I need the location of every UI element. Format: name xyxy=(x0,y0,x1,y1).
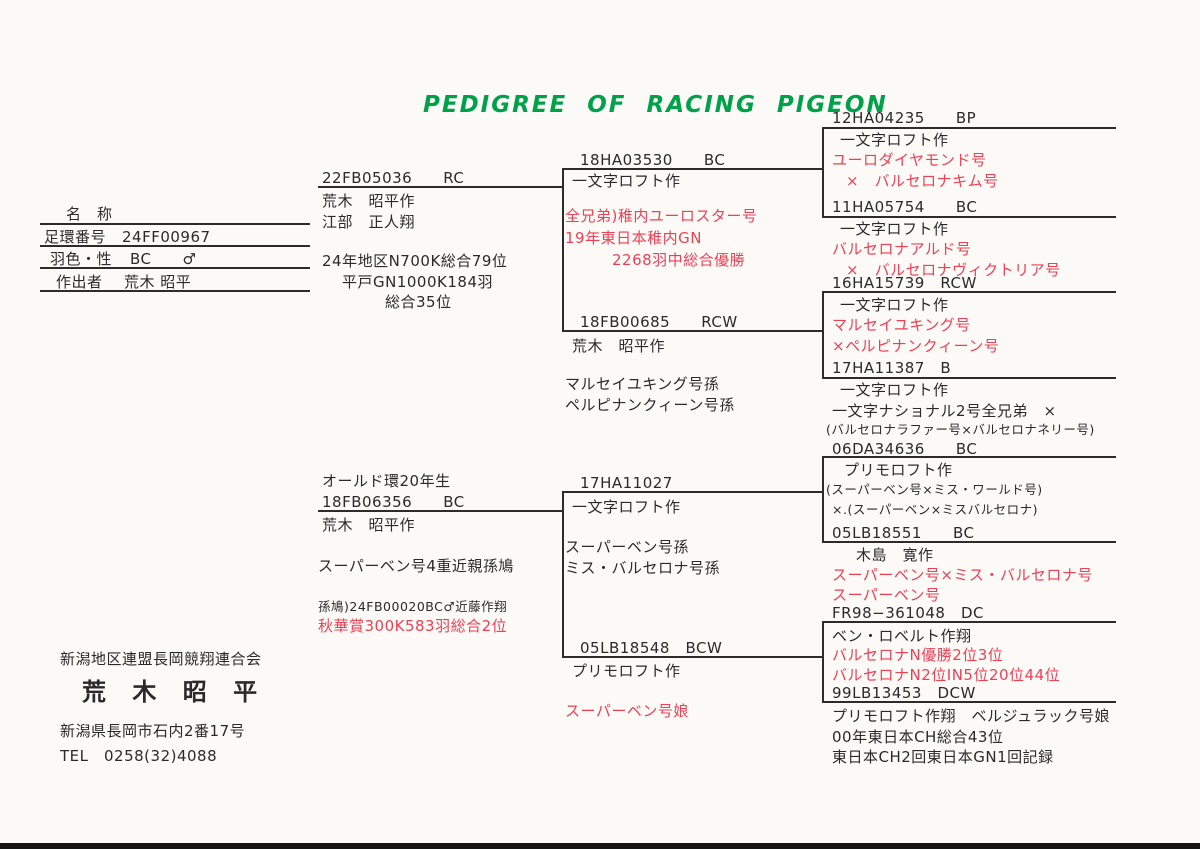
info-table-line xyxy=(40,245,310,247)
gp2-loft: 荒木 昭平作 xyxy=(572,337,666,355)
footer-breeder-name: 荒 木 昭 平 xyxy=(82,678,267,706)
gp1-ring: 18HA03530 BC xyxy=(580,151,726,169)
ggp1-loft: 一文字ロフト作 xyxy=(840,131,949,149)
ggp1-ring: 12HA04235 BP xyxy=(832,109,977,127)
connector-gp1-bracket xyxy=(822,127,824,217)
info-ring-value: 24FF00967 xyxy=(122,228,211,246)
ggp5-ring: 06DA34636 BC xyxy=(832,440,978,458)
footer-address: 新潟県長岡市石内2番17号 xyxy=(60,722,246,740)
gp3-loft: 一文字ロフト作 xyxy=(572,498,681,516)
ggp6-ring: 05LB18551 BC xyxy=(832,524,975,542)
dam-note: 孫鳩)24FB00020BC♂近藤作翔 xyxy=(318,599,508,614)
gp1-note-red: 全兄弟)稚内ユーロスター号 xyxy=(565,207,758,225)
ggp5-loft: プリモロフト作 xyxy=(844,461,953,479)
connector-gp3 xyxy=(562,491,824,493)
gp3-note: スーパーベン号孫 xyxy=(565,538,689,556)
scan-edge-artifact xyxy=(0,843,1200,849)
ggp4-loft: 一文字ロフト作 xyxy=(840,381,949,399)
connector-gp2-bracket xyxy=(822,291,824,378)
ggp2-ring: 11HA05754 BC xyxy=(832,198,978,216)
info-table-line xyxy=(40,290,310,292)
page-title: PEDIGREE OF RACING PIGEON xyxy=(423,92,888,118)
ggp8-ring: 99LB13453 DCW xyxy=(832,684,976,702)
gp4-loft: プリモロフト作 xyxy=(572,662,681,680)
ggp3-ring: 16HA15739 RCW xyxy=(832,274,977,292)
ggp8-note: 東日本CH2回東日本GN1回記録 xyxy=(832,748,1054,766)
info-breeder-value: 荒木 昭平 xyxy=(124,273,192,291)
ggp6-name-red: スーパーベン号 xyxy=(832,586,941,604)
ggp3-name-red: ×ペルピナンクィーン号 xyxy=(832,337,1000,355)
sire-result: 平戸GN1000K184羽 xyxy=(342,273,493,291)
info-table-line xyxy=(40,223,310,225)
connector-sire-bracket xyxy=(562,168,564,332)
info-color-value: BC ♂ xyxy=(130,250,197,268)
ggp7-ring: FR98−361048 DC xyxy=(832,604,984,622)
ggp2-name-red: バルセロナアルド号 xyxy=(832,240,972,258)
sire-result: 24年地区N700K総合79位 xyxy=(322,252,508,270)
ggp1-name-red: × バルセロナキム号 xyxy=(846,172,999,190)
gp1-note-red: 19年東日本稚内GN xyxy=(565,229,702,247)
info-name-label: 名 称 xyxy=(66,205,113,223)
ggp7-result-red: バルセロナN2位IN5位20位44位 xyxy=(832,666,1061,684)
footer-organization: 新潟地区連盟長岡競翔連合会 xyxy=(60,650,262,668)
info-table-line xyxy=(40,267,310,269)
ggp5-note: ×.(スーパーベン×ミスバルセロナ) xyxy=(832,502,1039,517)
ggp3-name-red: マルセイユキング号 xyxy=(832,316,971,334)
gp3-ring: 17HA11027 xyxy=(580,474,673,492)
gp3-note: ミス・バルセロナ号孫 xyxy=(565,559,721,577)
ggp8-loft: プリモロフト作翔 ベルジュラック号娘 xyxy=(832,707,1110,725)
ggp1-name-red: ユーロダイヤモンド号 xyxy=(832,151,987,169)
connector-ggp4 xyxy=(822,377,1116,379)
ggp8-note: 00年東日本CH総合43位 xyxy=(832,728,1004,746)
ggp2-loft: 一文字ロフト作 xyxy=(840,220,949,238)
connector-ggp1 xyxy=(822,127,1116,129)
dam-age-note: オールド環20年生 xyxy=(322,472,451,490)
sire-ring: 22FB05036 RC xyxy=(322,169,465,187)
info-ring-label: 足環番号 xyxy=(44,228,107,246)
connector-gp1 xyxy=(562,168,824,170)
ggp2-name-red: × バルセロナヴィクトリア号 xyxy=(846,261,1061,279)
ggp6-name-red: スーパーベン号×ミス・バルセロナ号 xyxy=(832,566,1093,584)
connector-ggp5 xyxy=(822,456,1116,458)
sire-breeder: 荒木 昭平作 xyxy=(322,192,416,210)
ggp4-note: 一文字ナショナル2号全兄弟 × xyxy=(832,402,1057,420)
connector-ggp7 xyxy=(822,621,1116,623)
connector-gp2 xyxy=(562,330,824,332)
dam-note: スーパーベン号4重近親孫鳩 xyxy=(318,557,514,575)
gp1-note-red: 2268羽中総合優勝 xyxy=(612,251,746,269)
sire-flyer: 江部 正人翔 xyxy=(322,213,416,231)
gp2-note: マルセイユキング号孫 xyxy=(565,375,720,393)
connector-ggp6 xyxy=(822,541,1116,543)
ggp7-loft: ベン・ロベルト作翔 xyxy=(832,627,972,645)
connector-ggp8 xyxy=(822,701,1116,703)
ggp4-note: (バルセロナラファー号×バルセロナネリー号) xyxy=(826,422,1095,437)
gp1-loft: 一文字ロフト作 xyxy=(572,172,681,190)
connector-gp3-bracket xyxy=(822,456,824,543)
ggp5-note: (スーパーベン号×ミス・ワールド号) xyxy=(826,482,1043,497)
connector-gp4 xyxy=(562,656,824,658)
ggp3-loft: 一文字ロフト作 xyxy=(840,296,949,314)
gp2-ring: 18FB00685 RCW xyxy=(580,313,738,331)
gp4-ring: 05LB18548 BCW xyxy=(580,639,723,657)
sire-result: 総合35位 xyxy=(385,293,452,311)
connector-ggp3 xyxy=(822,291,1116,293)
connector-dam-bracket xyxy=(562,491,564,658)
gp2-note: ペルピナンクィーン号孫 xyxy=(565,396,735,414)
connector-ggp2 xyxy=(822,216,1116,218)
gp4-note-red: スーパーベン号娘 xyxy=(565,702,689,720)
connector-dam xyxy=(318,510,564,512)
footer-tel: TEL 0258(32)4088 xyxy=(60,747,218,765)
dam-ring: 18FB06356 BC xyxy=(322,493,465,511)
ggp6-loft: 木島 寛作 xyxy=(856,546,934,564)
dam-breeder: 荒木 昭平作 xyxy=(322,516,416,534)
dam-result-red: 秋華賞300K583羽総合2位 xyxy=(318,617,508,635)
ggp4-ring: 17HA11387 B xyxy=(832,359,952,377)
info-color-label: 羽色・性 xyxy=(50,250,113,268)
connector-gp4-bracket xyxy=(822,621,824,702)
connector-sire xyxy=(318,186,564,188)
info-breeder-label: 作出者 xyxy=(56,273,103,291)
ggp7-result-red: バルセロナN優勝2位3位 xyxy=(832,646,1004,664)
